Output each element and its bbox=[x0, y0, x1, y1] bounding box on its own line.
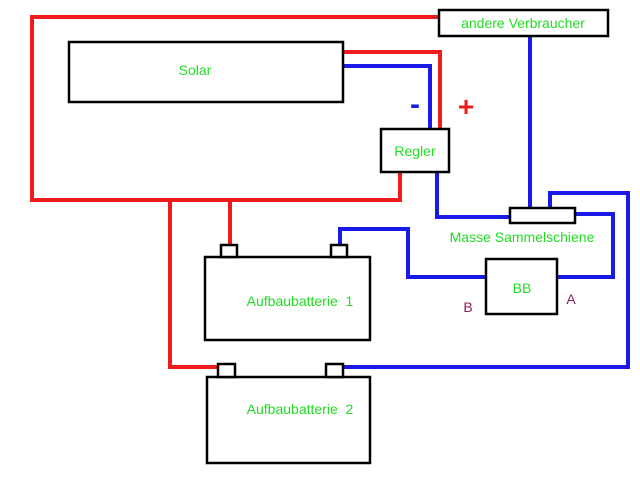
battery2-negative-terminal bbox=[324, 362, 345, 379]
solar-panel-box bbox=[67, 40, 345, 104]
positive-wires bbox=[30, 15, 442, 369]
bb-side-b-label: B bbox=[463, 299, 472, 315]
solar-label: Solar bbox=[179, 62, 212, 78]
wire-consumers-positive bbox=[30, 15, 442, 202]
wire-battery1-negative bbox=[338, 227, 489, 279]
battery1-box bbox=[203, 255, 372, 342]
ground-busbar-label: Masse Sammelschiene bbox=[450, 229, 595, 245]
battery2-positive-terminal bbox=[216, 362, 237, 379]
wire-battery2-positive bbox=[168, 198, 220, 369]
battery1-positive-terminal bbox=[219, 243, 239, 259]
battery2-box bbox=[205, 375, 372, 465]
wire-solar-positive bbox=[342, 50, 442, 132]
other-consumers-label: andere Verbraucher bbox=[461, 15, 585, 31]
plus-sign: + bbox=[458, 91, 474, 122]
ground-busbar-box bbox=[508, 206, 577, 225]
component-boxes bbox=[67, 8, 610, 465]
battery1-negative-terminal bbox=[329, 243, 349, 259]
minus-sign: - bbox=[410, 88, 420, 121]
wire-regulator-ground bbox=[435, 170, 512, 219]
wire-bb-a-ground bbox=[553, 212, 615, 279]
regulator-box bbox=[379, 127, 451, 174]
wire-battery2-negative bbox=[341, 191, 630, 369]
battery1-label: Aufbaubatterie 1 bbox=[247, 293, 354, 309]
bb-side-a-label: A bbox=[566, 291, 576, 307]
negative-wires bbox=[338, 33, 630, 369]
other-consumers-box bbox=[437, 8, 610, 38]
bb-box bbox=[484, 257, 559, 316]
battery2-label: Aufbaubatterie 2 bbox=[247, 401, 354, 417]
wire-solar-negative bbox=[342, 64, 432, 132]
bb-label: BB bbox=[513, 280, 532, 296]
regulator-label: Regler bbox=[394, 143, 436, 159]
